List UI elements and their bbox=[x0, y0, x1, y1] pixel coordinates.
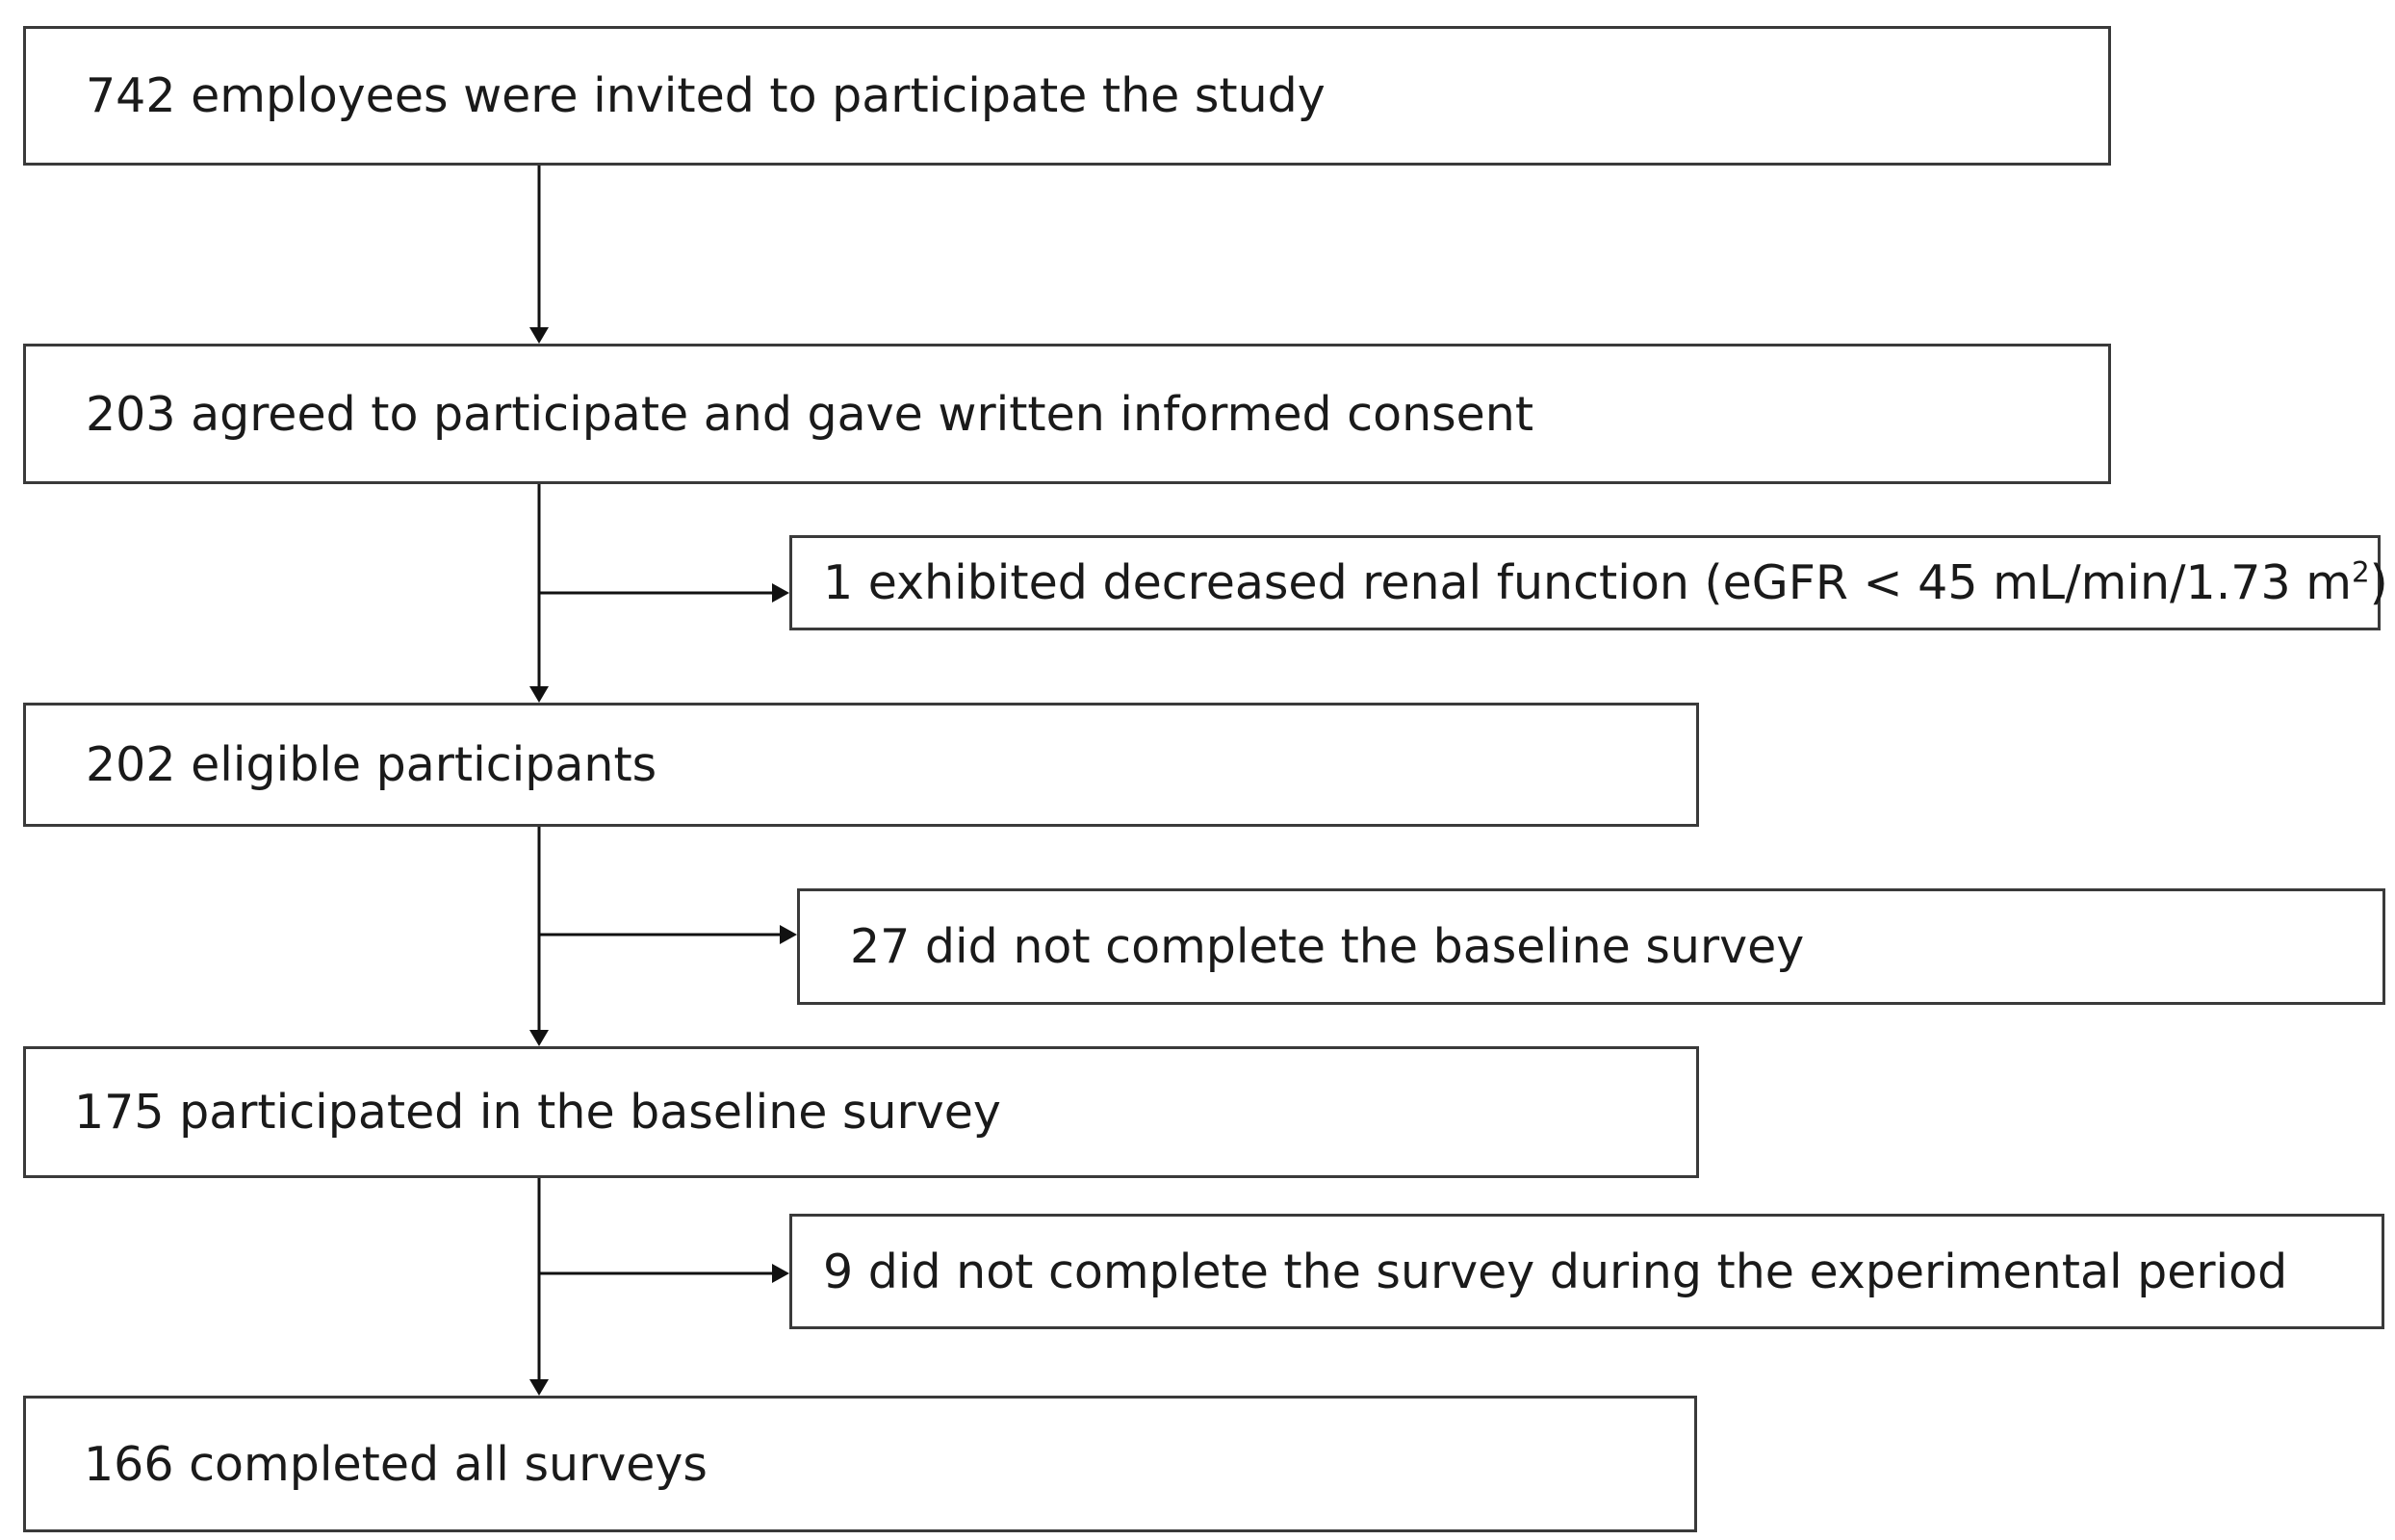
arrowhead-baseline bbox=[529, 1030, 549, 1046]
baseline-exclusion-text: 27 did not complete the baseline survey bbox=[850, 919, 1805, 974]
arrowhead-eligible bbox=[529, 686, 549, 703]
renal-exclusion-superscript: 2 bbox=[2351, 555, 2370, 589]
arrowhead-experimental-exclusion bbox=[772, 1264, 789, 1283]
consent-box: 203 agreed to participate and gave writt… bbox=[23, 344, 2111, 484]
renal-exclusion-text: 1 exhibited decreased renal function (eG… bbox=[823, 555, 2388, 606]
baseline-exclusion-box: 27 did not complete the baseline survey bbox=[797, 888, 2385, 1005]
renal-exclusion-main: 1 exhibited decreased renal function (eG… bbox=[823, 555, 2352, 610]
arrowhead-renal-exclusion bbox=[772, 583, 789, 603]
renal-exclusion-box: 1 exhibited decreased renal function (eG… bbox=[789, 535, 2388, 630]
baseline-box: 175 participated in the baseline survey bbox=[23, 1046, 1699, 1178]
experimental-exclusion-text: 9 did not complete the survey during the… bbox=[823, 1244, 2288, 1299]
arrowhead-consent bbox=[529, 327, 549, 344]
completed-text: 166 completed all surveys bbox=[84, 1436, 708, 1492]
consent-text: 203 agreed to participate and gave writt… bbox=[86, 386, 1534, 442]
arrowhead-completed bbox=[529, 1379, 549, 1396]
completed-box: 166 completed all surveys bbox=[23, 1396, 1697, 1532]
experimental-exclusion-box: 9 did not complete the survey during the… bbox=[789, 1214, 2384, 1329]
arrowhead-baseline-exclusion bbox=[780, 925, 797, 944]
baseline-text: 175 participated in the baseline survey bbox=[74, 1085, 1001, 1140]
invited-text: 742 employees were invited to participat… bbox=[86, 68, 1326, 123]
eligible-box: 202 eligible participants bbox=[23, 703, 1699, 827]
eligible-text: 202 eligible participants bbox=[86, 737, 657, 792]
invited-box: 742 employees were invited to participat… bbox=[23, 26, 2111, 166]
renal-exclusion-close: ) bbox=[2369, 555, 2388, 610]
